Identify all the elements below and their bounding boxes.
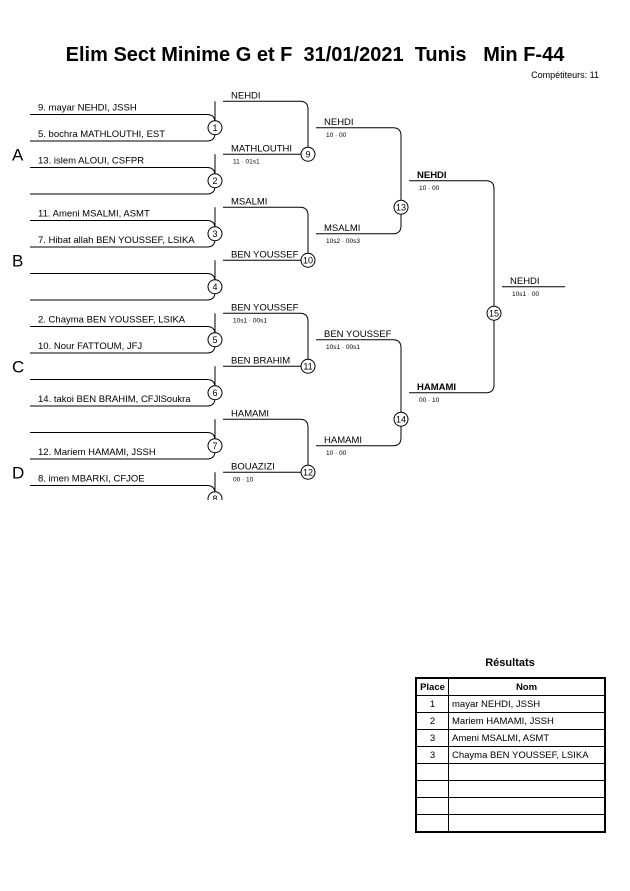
pool-label: B bbox=[12, 251, 23, 270]
match-score: 10s2 · 00s3 bbox=[326, 238, 360, 245]
winner-name: HAMAMI bbox=[324, 435, 362, 446]
results-header-place: Place bbox=[415, 677, 449, 696]
entrant-name: 13. islem ALOUI, CSFPR bbox=[38, 156, 144, 167]
match-score: 10s1 · 00s1 bbox=[233, 317, 267, 324]
pool-label: D bbox=[12, 463, 24, 482]
results-name bbox=[448, 780, 606, 798]
match-number: 8 bbox=[212, 494, 217, 500]
results-place bbox=[415, 797, 449, 815]
bracket-connector bbox=[392, 339, 402, 413]
entrant-name: 11. Ameni MSALMI, ASMT bbox=[38, 209, 150, 220]
match-number: 2 bbox=[212, 176, 217, 186]
entrant-name: 8. imen MBARKI, CFJOE bbox=[38, 474, 145, 485]
match-score: 10 · 00 bbox=[419, 185, 440, 192]
bracket-connector bbox=[485, 320, 495, 394]
results-row bbox=[415, 763, 606, 781]
winner-name: NEHDI bbox=[510, 276, 540, 287]
match-number: 15 bbox=[489, 308, 499, 318]
entrant-name: 5. bochra MATHLOUTHI, EST bbox=[38, 129, 165, 140]
match-number: 12 bbox=[303, 467, 313, 477]
pool-label: A bbox=[12, 145, 24, 164]
match-number: 11 bbox=[303, 361, 312, 371]
results-place: 1 bbox=[415, 695, 449, 713]
results-name: mayar NEHDI, JSSH bbox=[448, 695, 606, 713]
winner-name: MSALMI bbox=[231, 196, 267, 207]
winner-name: BEN YOUSSEF bbox=[231, 302, 299, 313]
results-place bbox=[415, 780, 449, 798]
entrant-name: 14. takoi BEN BRAHIM, CFJlSoukra bbox=[38, 394, 191, 405]
winner-name: BEN YOUSSEF bbox=[231, 249, 299, 260]
results-title: Résultats bbox=[485, 657, 535, 669]
page-title: Elim Sect Minime G et F 31/01/2021 Tunis… bbox=[65, 44, 565, 66]
results-name bbox=[448, 814, 606, 833]
results-header-name: Nom bbox=[448, 677, 606, 696]
bracket-connector bbox=[299, 206, 309, 254]
results-row bbox=[415, 797, 606, 815]
winner-name: BOUAZIZI bbox=[231, 461, 275, 472]
bracket-connector bbox=[485, 180, 495, 307]
results-row bbox=[415, 814, 606, 833]
winner-name: NEHDI bbox=[417, 170, 447, 181]
results-name: Ameni MSALMI, ASMT bbox=[448, 729, 606, 747]
results-place bbox=[415, 814, 449, 833]
winner-name: MATHLOUTHI bbox=[231, 143, 292, 154]
match-number: 6 bbox=[212, 388, 217, 398]
entrant-name: 12. Mariem HAMAMI, JSSH bbox=[38, 447, 156, 458]
results-name bbox=[448, 763, 606, 781]
match-number: 10 bbox=[303, 255, 313, 265]
winner-name: HAMAMI bbox=[231, 408, 269, 419]
match-number: 4 bbox=[212, 282, 217, 292]
match-score: 10 · 00 bbox=[326, 450, 347, 457]
tournament-bracket: 9. mayar NEHDI, JSSH 5. bochra MATHLOUTHI… bbox=[12, 90, 565, 500]
match-number: 14 bbox=[396, 414, 406, 424]
match-score: 00 · 10 bbox=[419, 397, 440, 404]
bracket-connector bbox=[392, 214, 402, 235]
results-header-row: Place Nom bbox=[415, 677, 606, 696]
winner-name: BEN YOUSSEF bbox=[324, 329, 392, 340]
match-score: 10 · 00 bbox=[326, 132, 347, 139]
match-score: 10s1 · 00s1 bbox=[326, 344, 360, 351]
winner-name: MSALMI bbox=[324, 223, 360, 234]
winner-name: HAMAMI bbox=[417, 382, 456, 393]
match-number: 9 bbox=[305, 149, 310, 159]
match-score: 11 · 01s1 bbox=[233, 158, 260, 165]
match-number: 3 bbox=[212, 229, 217, 239]
bracket-connector bbox=[299, 312, 309, 360]
pool-label: C bbox=[12, 357, 24, 376]
entrant-name: 7. Hibat allah BEN YOUSSEF, LSIKA bbox=[38, 235, 195, 246]
competitor-count: Compétiteurs: 11 bbox=[531, 70, 599, 80]
results-place: 3 bbox=[415, 729, 449, 747]
results-row bbox=[415, 780, 606, 798]
winner-name: NEHDI bbox=[231, 90, 261, 101]
results-place: 2 bbox=[415, 712, 449, 730]
results-place bbox=[415, 763, 449, 781]
results-place: 3 bbox=[415, 746, 449, 764]
results-name: Chayma BEN YOUSSEF, LSIKA bbox=[448, 746, 606, 764]
bracket-connector bbox=[299, 418, 309, 466]
match-number: 5 bbox=[212, 335, 217, 345]
match-number: 1 bbox=[212, 123, 217, 133]
match-number: 13 bbox=[396, 202, 406, 212]
winner-name: NEHDI bbox=[324, 117, 354, 128]
match-number: 7 bbox=[212, 441, 217, 451]
results-name: Mariem HAMAMI, JSSH bbox=[448, 712, 606, 730]
match-score: 00 · 10 bbox=[233, 476, 254, 483]
bracket-connector bbox=[299, 100, 309, 148]
winner-name: BEN BRAHIM bbox=[231, 355, 290, 366]
bracket-connector bbox=[392, 426, 402, 447]
bracket-connector bbox=[392, 127, 402, 201]
entrant-name: 10. Nour FATTOUM, JFJ bbox=[38, 341, 142, 352]
entrant-name: 2. Chayma BEN YOUSSEF, LSIKA bbox=[38, 315, 186, 326]
entrant-name: 9. mayar NEHDI, JSSH bbox=[38, 103, 137, 114]
results-name bbox=[448, 797, 606, 815]
match-score: 10s1 · 00 bbox=[512, 291, 539, 298]
